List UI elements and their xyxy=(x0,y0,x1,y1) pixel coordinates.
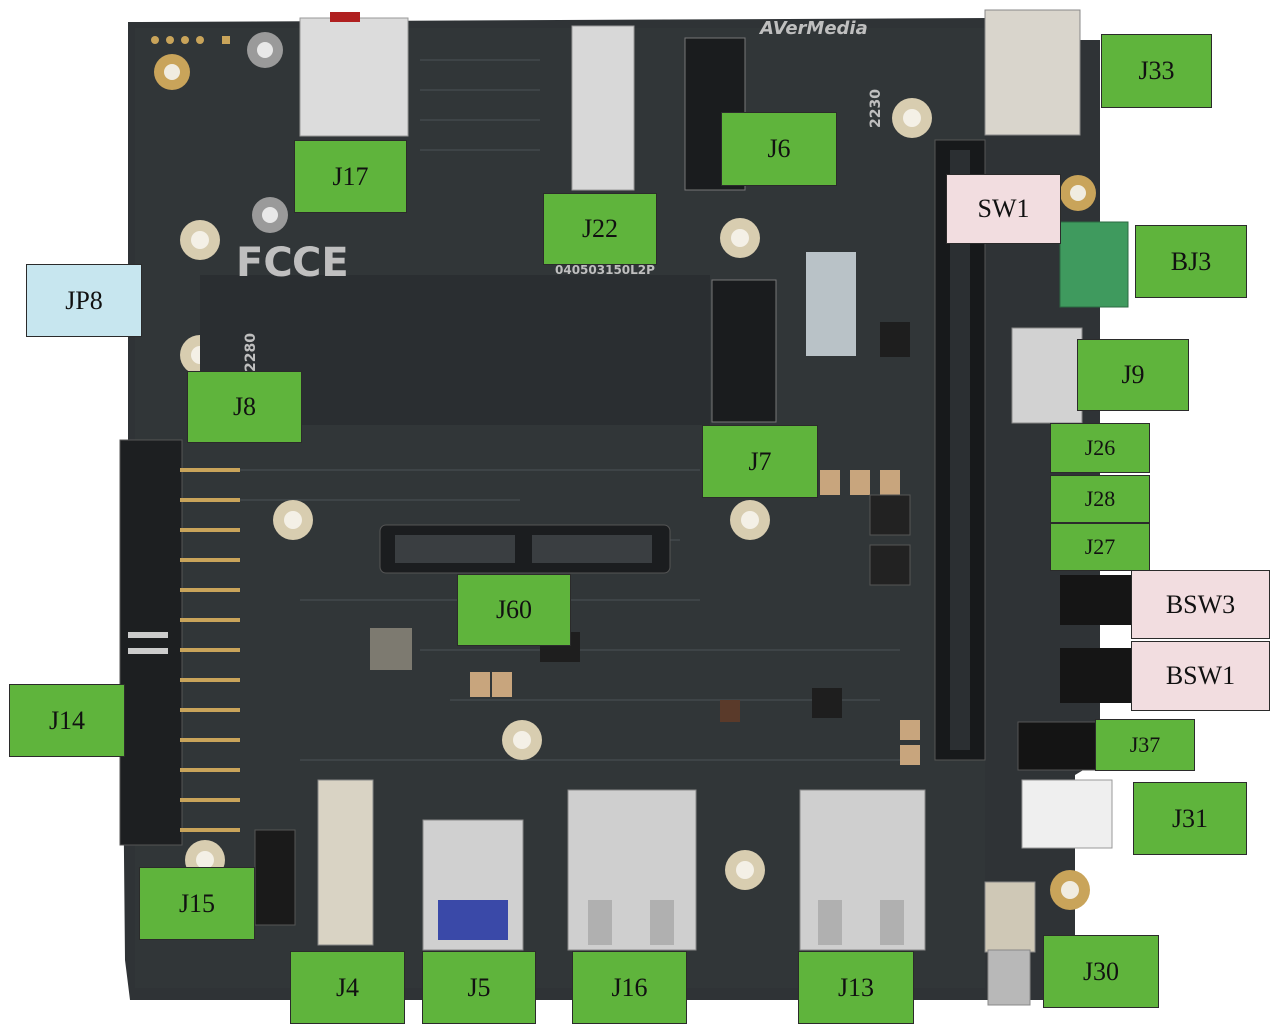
smd-components xyxy=(370,322,920,765)
label-j33: J33 xyxy=(1101,34,1212,108)
pcb-fcc-text: FC xyxy=(236,240,293,286)
sim-slot xyxy=(299,17,409,137)
label-j6: J6 xyxy=(721,112,837,186)
label-j5: J5 xyxy=(422,951,536,1024)
pcb-ce-text: CE xyxy=(292,240,349,286)
label-j8: J8 xyxy=(187,371,302,443)
label-j14: J14 xyxy=(9,684,125,757)
j9-hdmi-connector xyxy=(1011,327,1083,424)
pcb-slot-text: 2280 xyxy=(243,333,259,372)
label-sw1: SW1 xyxy=(946,174,1061,244)
label-j26: J26 xyxy=(1050,423,1150,473)
label-jp8: JP8 xyxy=(26,264,142,337)
j15-header xyxy=(254,829,296,926)
label-j17: J17 xyxy=(294,140,407,213)
mounting-holes xyxy=(154,32,1096,910)
label-j16: J16 xyxy=(572,951,687,1024)
label-j31: J31 xyxy=(1133,782,1247,855)
j33-usb-connector xyxy=(984,9,1081,136)
label-j27: J27 xyxy=(1050,523,1150,571)
label-j15: J15 xyxy=(139,867,255,940)
label-j7: J7 xyxy=(702,425,818,498)
label-j60: J60 xyxy=(457,574,571,646)
label-j22: J22 xyxy=(543,193,657,265)
pcb-module-text: 2230 xyxy=(868,89,884,128)
pcb-brand-text: AVerMedia xyxy=(758,18,868,39)
m2-slot-j22 xyxy=(571,25,635,191)
j37-header xyxy=(1017,721,1097,771)
header-pins xyxy=(151,36,230,44)
j30-antenna-connector xyxy=(984,881,1036,1006)
j4-connector xyxy=(317,779,374,946)
j14-header xyxy=(119,439,240,846)
bsw3-button xyxy=(1060,575,1132,625)
label-j37: J37 xyxy=(1095,719,1195,771)
label-bj3: BJ3 xyxy=(1135,225,1247,298)
label-j9: J9 xyxy=(1077,339,1189,411)
label-bsw1: BSW1 xyxy=(1131,641,1270,711)
m2-slot-j7 xyxy=(711,279,777,423)
bj3-terminal xyxy=(1059,221,1129,308)
bsw1-button xyxy=(1060,648,1132,703)
label-j13: J13 xyxy=(798,951,914,1024)
label-j4: J4 xyxy=(290,951,405,1024)
j16-ethernet-connector xyxy=(567,789,697,951)
pcb-marking-text: 040503150L2P xyxy=(555,263,655,277)
j13-ethernet-connector xyxy=(799,789,926,951)
label-bsw3: BSW3 xyxy=(1131,570,1270,639)
j31-connector xyxy=(1021,779,1113,849)
j60-connector xyxy=(379,524,671,574)
label-j28: J28 xyxy=(1050,475,1150,523)
label-j30: J30 xyxy=(1043,935,1159,1008)
j5-usb-connector xyxy=(422,819,524,951)
